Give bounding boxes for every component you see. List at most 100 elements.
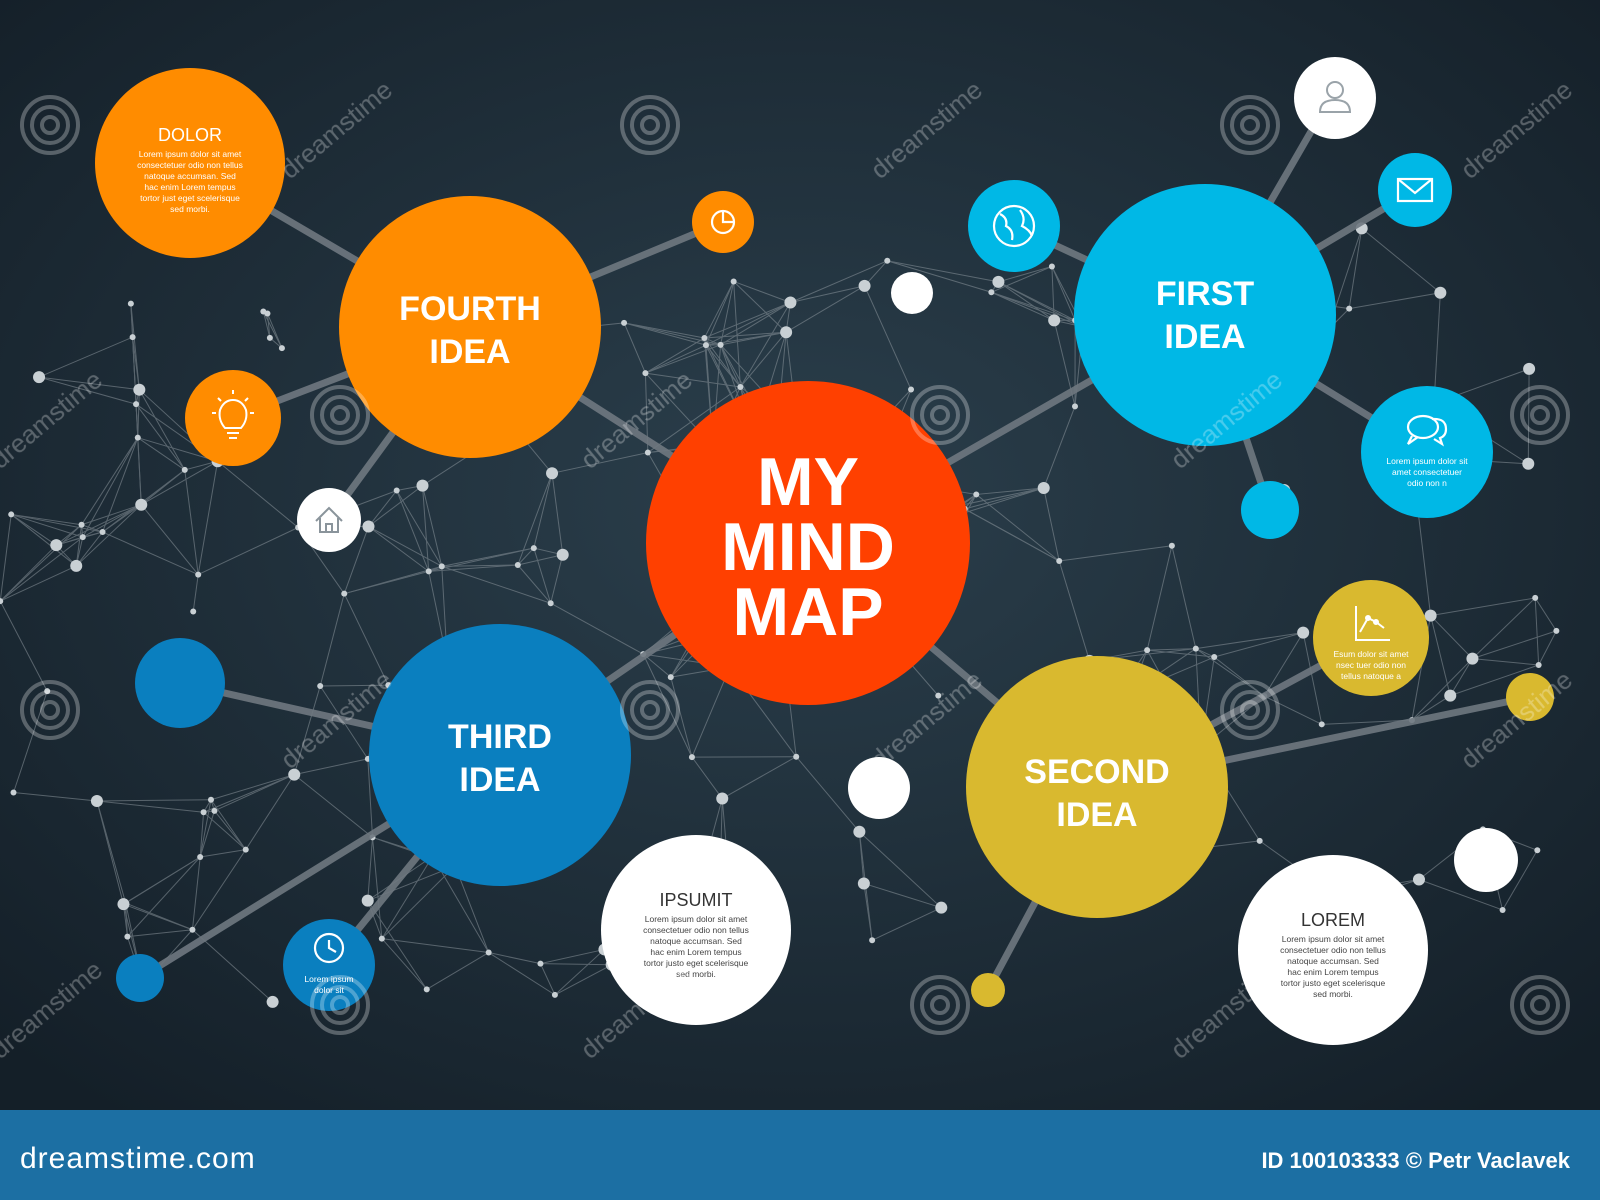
mesh-line — [38, 376, 137, 405]
mesh-line — [0, 514, 12, 602]
mesh-node — [266, 995, 279, 1008]
mesh-line — [704, 302, 791, 339]
mesh-line — [203, 774, 295, 813]
mesh-line — [75, 524, 83, 566]
mesh-line — [958, 505, 1060, 562]
mesh-line — [396, 490, 443, 567]
mesh-node — [1466, 652, 1479, 665]
mesh-node — [547, 600, 554, 607]
ipsumit-body-line: Lorem ipsum dolor sit amet — [645, 914, 748, 924]
globe-node[interactable] — [968, 180, 1060, 272]
mesh-node — [642, 370, 649, 377]
mesh-node — [485, 949, 492, 956]
mesh-line — [785, 285, 865, 333]
watermark-spiral — [1510, 385, 1570, 445]
mesh-line — [976, 487, 1044, 495]
mesh-line — [733, 281, 787, 333]
mesh-line — [368, 526, 430, 572]
mesh-node — [780, 326, 793, 339]
idea-second[interactable]: SECOND IDEA — [966, 656, 1228, 918]
mesh-line — [1538, 630, 1557, 666]
mesh-node — [317, 682, 324, 689]
mesh-node — [1056, 558, 1063, 565]
lorem-title: LOREM — [1301, 910, 1365, 930]
mesh-line — [0, 524, 82, 602]
mesh-line — [96, 800, 204, 813]
mail-node[interactable] — [1378, 153, 1452, 227]
mesh-line — [1195, 632, 1304, 650]
speech-node[interactable]: Lorem ipsum dolor sit amet consectetuer … — [1361, 386, 1493, 518]
mesh-line — [740, 331, 787, 388]
center-node[interactable]: MY MIND MAP — [646, 381, 970, 705]
mesh-line — [1213, 656, 1265, 697]
lightbulb-node[interactable] — [185, 370, 281, 466]
white-dot — [891, 272, 933, 314]
footer-logo[interactable]: dreamstime.com — [20, 1142, 256, 1175]
user-node[interactable] — [1294, 57, 1376, 139]
mesh-line — [293, 685, 321, 775]
mesh-line — [739, 302, 791, 388]
mesh-line — [705, 344, 741, 388]
mesh-node — [546, 467, 559, 480]
dolor-body-line: consectetuer odio non tellus — [137, 160, 243, 170]
mesh-line — [550, 602, 644, 655]
mesh-line — [645, 344, 707, 374]
idea-fourth[interactable]: FOURTH IDEA — [339, 196, 601, 458]
lorem-circle — [1238, 855, 1428, 1045]
chart-node[interactable]: Esum dolor sit amet nsec tuer odio non t… — [1313, 580, 1429, 696]
mesh-line — [421, 485, 430, 572]
chart-body-line: tellus natoque a — [1341, 671, 1401, 681]
clock-node[interactable]: Lorem ipsum dolor sit — [283, 919, 375, 1011]
mesh-node — [393, 487, 400, 494]
mesh-line — [1430, 597, 1536, 617]
pie-node[interactable] — [692, 191, 754, 253]
idea-fourth-circle — [339, 196, 601, 458]
mesh-node — [1211, 654, 1218, 661]
idea-first-line2: IDEA — [1164, 318, 1245, 356]
idea-first-circle — [1074, 184, 1336, 446]
mesh-node — [242, 846, 249, 853]
mesh-line — [245, 774, 295, 850]
mesh-line — [367, 758, 374, 838]
mesh-line — [887, 260, 992, 293]
ipsumit-circle — [601, 835, 791, 1025]
mesh-line — [1147, 648, 1196, 651]
chart-node-circle — [1313, 580, 1429, 696]
idea-first[interactable]: FIRST IDEA — [1074, 184, 1336, 446]
mesh-line — [102, 531, 199, 576]
mesh-line — [426, 952, 489, 990]
mesh-node — [1532, 594, 1539, 601]
mesh-line — [863, 883, 873, 941]
dolor-body-line: sed morbi. — [170, 204, 210, 214]
idea-third[interactable]: THIRD IDEA — [369, 624, 631, 886]
white-dot — [848, 757, 910, 819]
mesh-node — [378, 935, 385, 942]
globe-icon — [992, 204, 1036, 248]
mesh-node — [717, 341, 724, 348]
mesh-node — [1256, 837, 1263, 844]
mesh-node — [1297, 626, 1310, 639]
mesh-node — [416, 479, 429, 492]
mesh-node — [10, 789, 17, 796]
mesh-node — [425, 568, 432, 575]
mesh-line — [1472, 630, 1557, 660]
mesh-node — [129, 334, 136, 341]
lorem-bubble[interactable]: LOREM Lorem ipsum dolor sit amet consect… — [1238, 855, 1428, 1045]
ipsumit-body-line: consectetuer odio non tellus — [643, 925, 749, 935]
dolor-bubble[interactable]: DOLOR Lorem ipsum dolor sit amet consect… — [95, 68, 285, 258]
ipsumit-body-line: natoque accumsan. Sed — [650, 936, 742, 946]
mesh-line — [533, 473, 553, 549]
mesh-line — [132, 337, 140, 390]
mesh-line — [141, 460, 218, 506]
ipsumit-bubble[interactable]: IPSUMIT Lorem ipsum dolor sit amet conse… — [601, 835, 791, 1025]
mesh-line — [214, 810, 247, 850]
mesh-line — [1450, 664, 1539, 697]
white-dot — [1454, 828, 1518, 892]
watermark-spiral — [1510, 975, 1570, 1035]
mesh-line — [267, 313, 283, 349]
mesh-node — [90, 794, 103, 807]
mesh-line — [127, 856, 201, 937]
mesh-node — [79, 534, 86, 541]
home-node[interactable] — [297, 488, 361, 552]
mesh-line — [790, 260, 888, 303]
